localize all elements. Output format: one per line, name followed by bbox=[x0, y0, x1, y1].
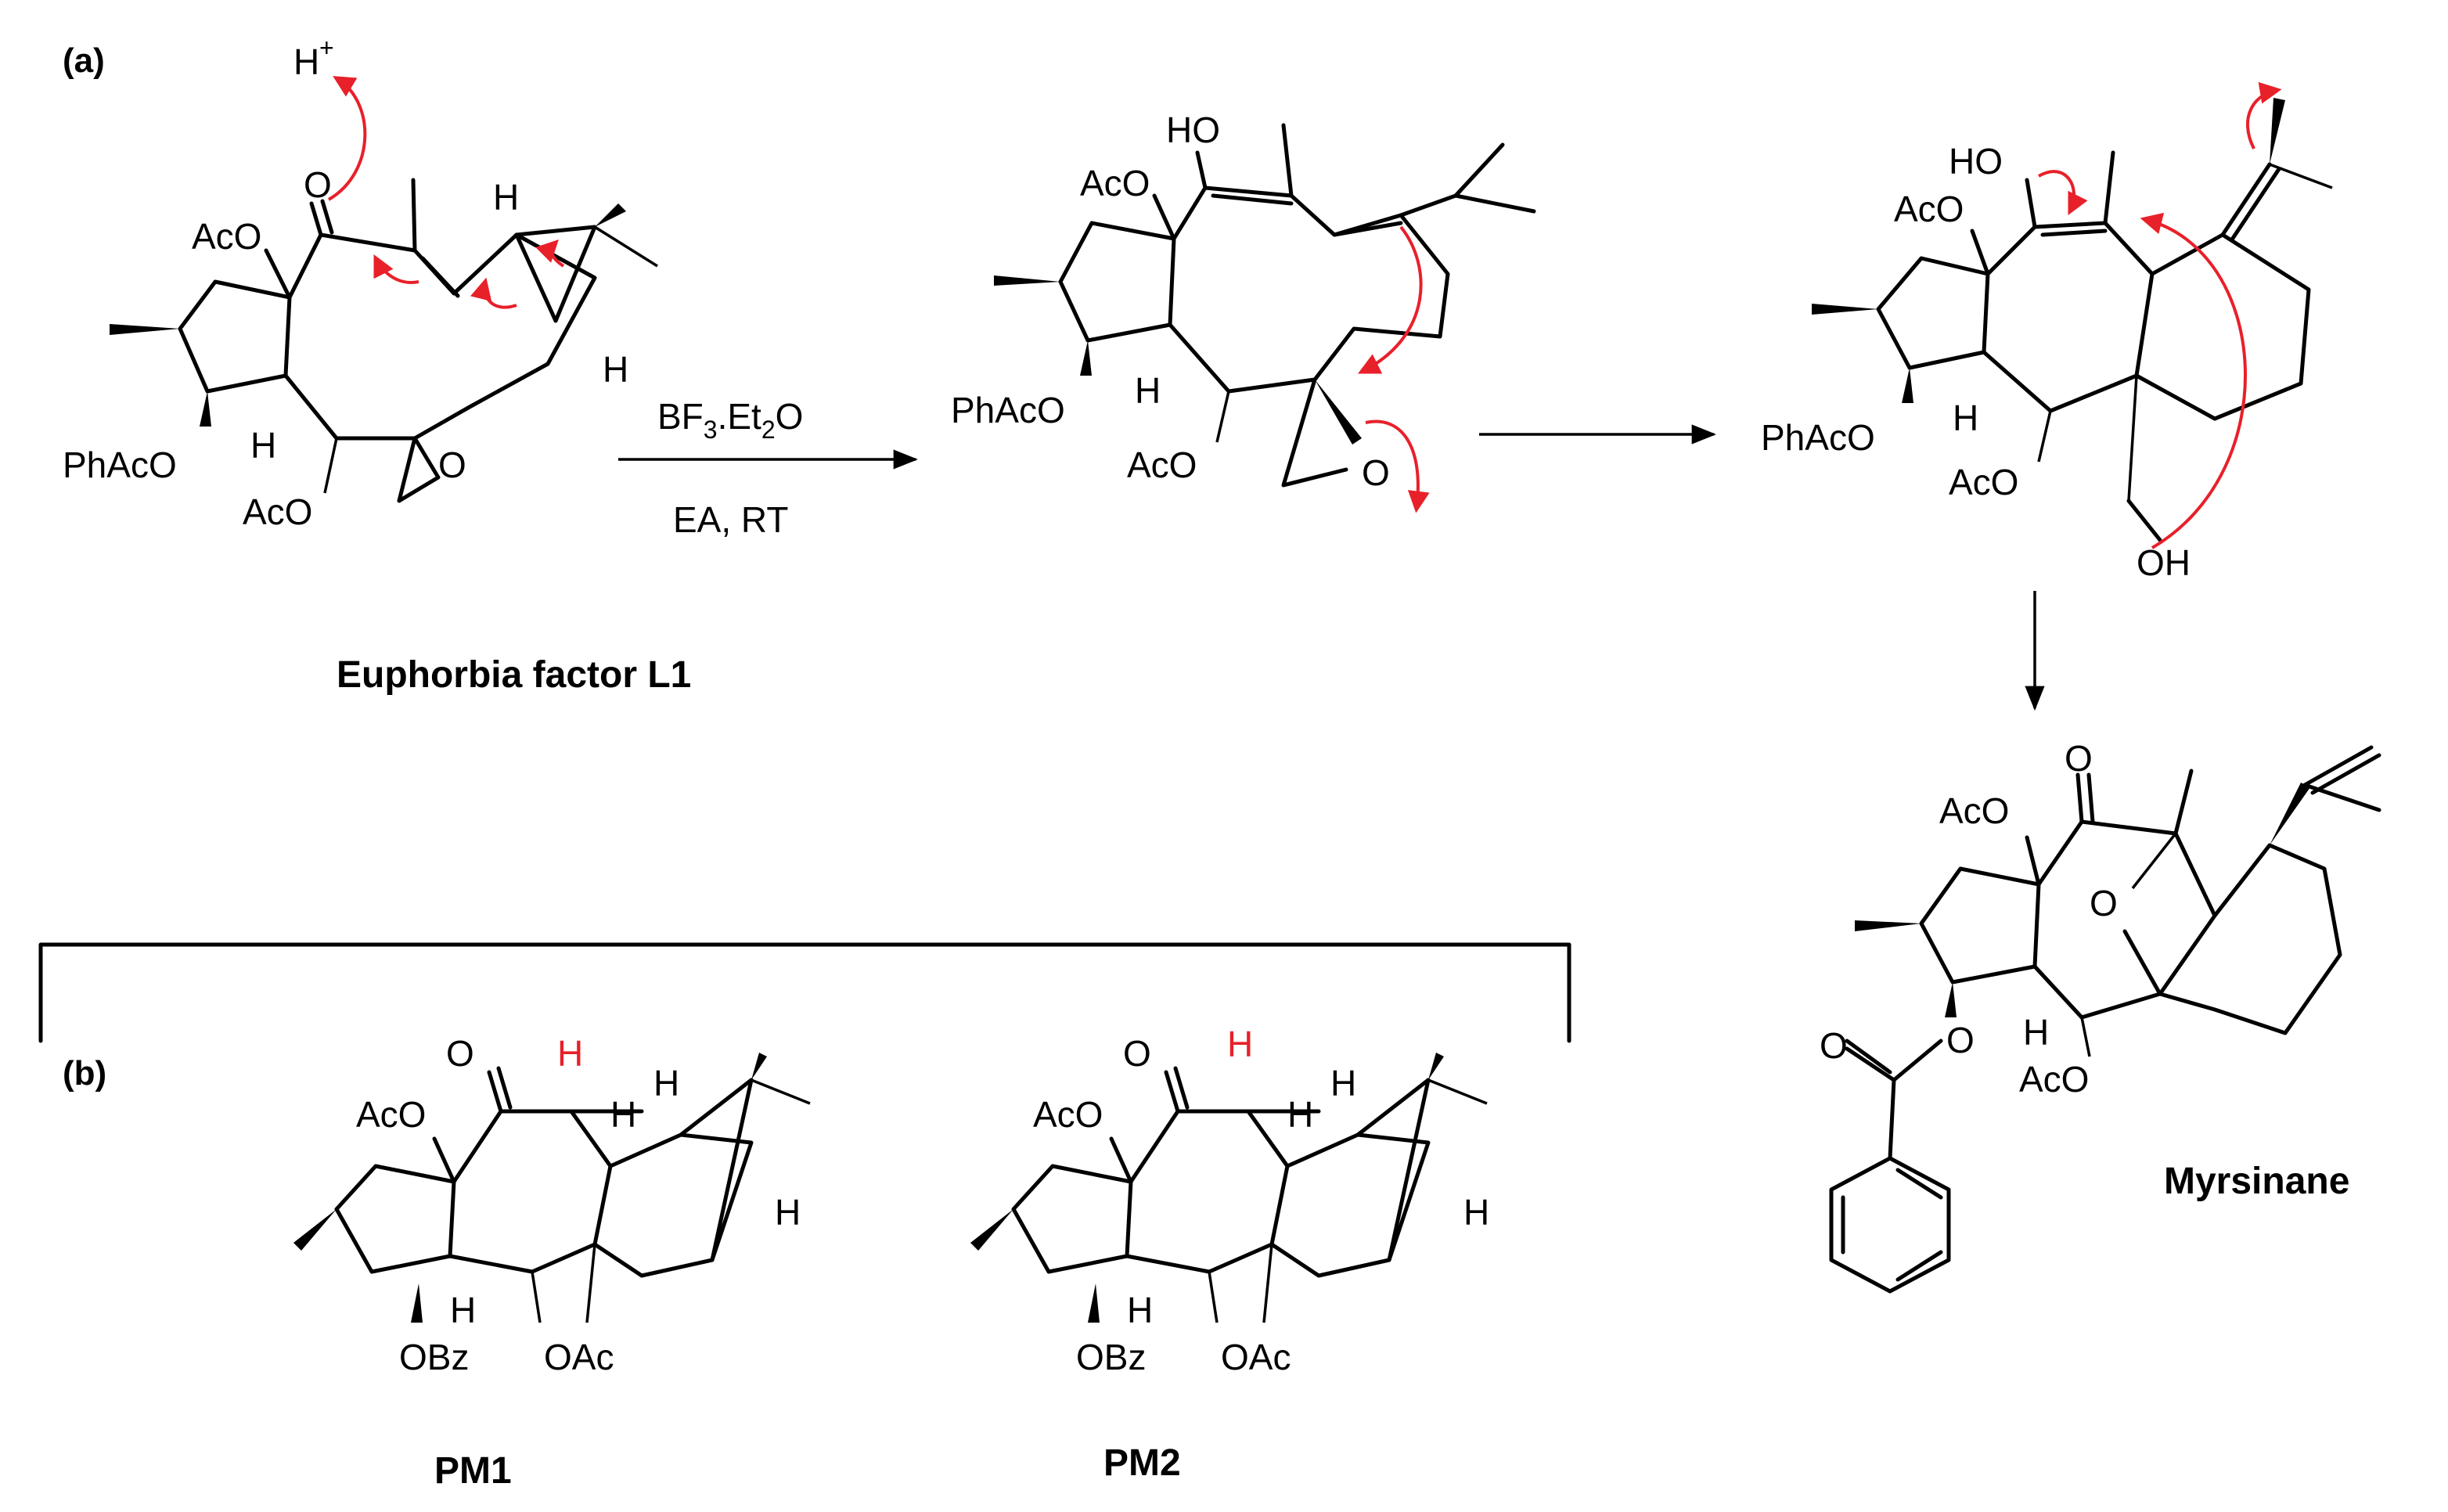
svg-text:AcO: AcO bbox=[2019, 1059, 2089, 1100]
svg-text:O: O bbox=[1123, 1033, 1151, 1074]
structure-euphorbia-factor-l1: PhAcO H O AcO H H AcO O H + bbox=[63, 34, 658, 532]
structure-enol-intermediate: PhAcO H AcO HO AcO O bbox=[951, 110, 1536, 513]
svg-text:H: H bbox=[2023, 1012, 2049, 1053]
svg-text:O: O bbox=[304, 164, 332, 205]
structure-tricyclic-intermediate: PhAcO H AcO HO AcO OH bbox=[1761, 81, 2333, 583]
svg-text:H: H bbox=[1135, 370, 1161, 411]
svg-text:HO: HO bbox=[1949, 141, 2003, 182]
svg-text:O: O bbox=[1362, 452, 1390, 493]
structure-pm1: OBz H AcO O H H H H OAc bbox=[293, 1033, 811, 1377]
label-pm2: PM2 bbox=[1103, 1442, 1181, 1484]
svg-text:OBz: OBz bbox=[1076, 1337, 1146, 1377]
svg-text:AcO: AcO bbox=[1939, 790, 2009, 831]
svg-text:AcO: AcO bbox=[1894, 189, 1964, 229]
svg-text:EA, RT: EA, RT bbox=[673, 499, 788, 540]
svg-text:AcO: AcO bbox=[192, 216, 261, 257]
svg-text:H: H bbox=[1463, 1192, 1489, 1233]
svg-text:H: H bbox=[557, 1033, 583, 1074]
svg-text:H: H bbox=[1287, 1094, 1313, 1135]
svg-text:H: H bbox=[293, 41, 319, 82]
svg-text:PhAcO: PhAcO bbox=[1761, 417, 1875, 458]
panel-label-b: (b) bbox=[63, 1054, 106, 1093]
svg-text:AcO: AcO bbox=[1080, 163, 1150, 203]
svg-text:H: H bbox=[775, 1192, 801, 1233]
svg-text:H: H bbox=[450, 1290, 476, 1330]
svg-text:O: O bbox=[446, 1033, 474, 1074]
svg-text:OAc: OAc bbox=[1221, 1337, 1291, 1377]
svg-text:H: H bbox=[1330, 1063, 1356, 1103]
svg-text:OH: OH bbox=[2137, 542, 2191, 583]
svg-text:AcO: AcO bbox=[356, 1094, 426, 1135]
svg-text:AcO: AcO bbox=[1127, 445, 1197, 485]
svg-text:OAc: OAc bbox=[544, 1337, 614, 1377]
svg-text:HO: HO bbox=[1166, 110, 1220, 150]
svg-text:AcO: AcO bbox=[243, 491, 312, 532]
svg-text:O: O bbox=[1946, 1020, 1975, 1060]
svg-text:O: O bbox=[2090, 883, 2118, 923]
svg-text:H: H bbox=[1953, 398, 1978, 438]
svg-text:H: H bbox=[653, 1063, 679, 1103]
panel-b-bracket bbox=[38, 942, 1571, 1043]
svg-text:BF3.Et2O: BF3.Et2O bbox=[657, 396, 803, 444]
label-euphorbia-factor-l1: Euphorbia factor L1 bbox=[337, 654, 691, 696]
svg-text:H: H bbox=[1227, 1024, 1253, 1064]
svg-text:H: H bbox=[603, 349, 628, 390]
svg-text:PhAcO: PhAcO bbox=[63, 445, 177, 485]
svg-text:H: H bbox=[493, 177, 519, 218]
svg-text:AcO: AcO bbox=[1033, 1094, 1103, 1135]
svg-text:AcO: AcO bbox=[1949, 462, 2018, 502]
structure-myrsinane: O H AcO O O AcO O bbox=[1820, 738, 2381, 1294]
svg-text:O: O bbox=[1820, 1025, 1848, 1066]
svg-text:H: H bbox=[250, 425, 276, 466]
svg-text:OBz: OBz bbox=[399, 1337, 469, 1377]
svg-text:PhAcO: PhAcO bbox=[951, 390, 1065, 430]
svg-text:H: H bbox=[610, 1094, 636, 1135]
label-pm1: PM1 bbox=[434, 1450, 512, 1492]
svg-text:H: H bbox=[1127, 1290, 1153, 1330]
panel-label-a: (a) bbox=[63, 41, 105, 80]
structure-pm2: OBz H AcO O H H H H OAc bbox=[970, 1024, 1489, 1377]
svg-text:O: O bbox=[438, 445, 466, 485]
reaction-arrow-1: BF3.Et2O EA, RT bbox=[618, 396, 919, 540]
svg-text:O: O bbox=[2065, 738, 2093, 779]
label-myrsinane: Myrsinane bbox=[2164, 1161, 2349, 1202]
svg-text:+: + bbox=[319, 34, 334, 62]
